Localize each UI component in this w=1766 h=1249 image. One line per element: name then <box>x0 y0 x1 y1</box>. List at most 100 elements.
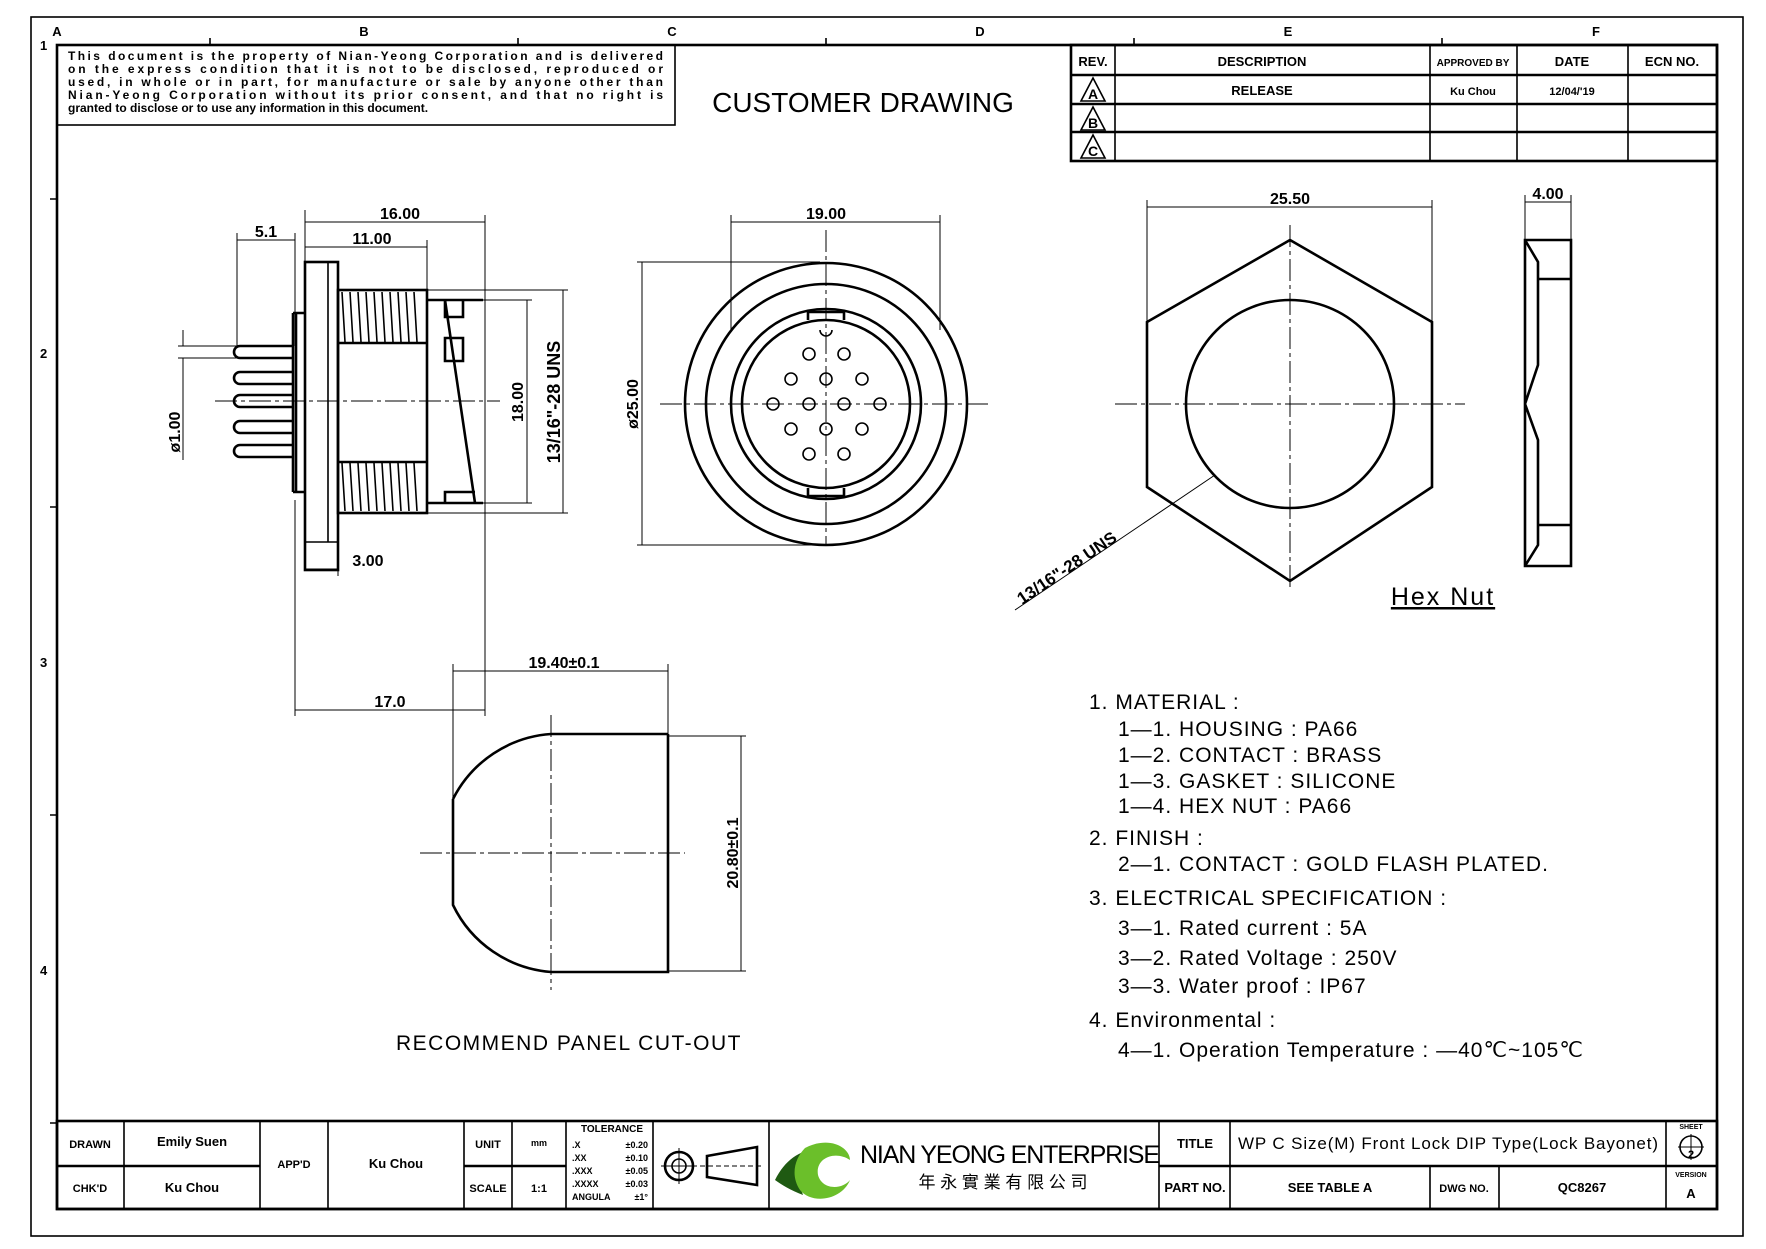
company-name-cn: 年 永 實 業 有 限 公 司 <box>918 1173 1087 1192</box>
part-value: SEE TABLE A <box>1288 1180 1373 1195</box>
unit-label: UNIT <box>475 1139 501 1151</box>
tolerance-key: .XXX <box>572 1166 593 1176</box>
dim-cutout-height: 20.80±0.1 <box>725 817 742 888</box>
note-line: 1. MATERIAL : <box>1089 691 1240 714</box>
rev-header: ECN NO. <box>1645 54 1699 69</box>
note-line: 1—3. GASKET : SILICONE <box>1118 770 1396 793</box>
note-line: 3—3. Water proof : IP67 <box>1118 975 1367 998</box>
note-line: 1—1. HOUSING : PA66 <box>1118 718 1358 741</box>
company-name: NIAN YEONG ENTERPRISE <box>860 1141 1160 1169</box>
hex-nut-view: 25.50 4.00 13/16"-28 UNS Hex Nut <box>1014 186 1573 611</box>
chkd-label: CHK'D <box>73 1183 107 1195</box>
tolerance-key: .X <box>572 1140 581 1150</box>
disclaimer-line: used, in whole or in part, for manufactu… <box>68 75 663 89</box>
zone-col: F <box>1592 24 1600 39</box>
disclaimer-box: This document is the property of Nian-Ye… <box>56 44 676 126</box>
notes: 1. MATERIAL : 1—1. HOUSING : PA66 1—2. CON… <box>1089 691 1584 1062</box>
note-line: 1—2. CONTACT : BRASS <box>1118 744 1382 767</box>
dim-outer-dia: ø25.00 <box>625 379 642 429</box>
dim-cutout-width: 19.40±0.1 <box>528 655 599 672</box>
note-line: 3. ELECTRICAL SPECIFICATION : <box>1089 887 1447 910</box>
appd-value: Ku Chou <box>369 1156 423 1171</box>
rev-header: DESCRIPTION <box>1218 54 1307 69</box>
drawing-heading: CUSTOMER DRAWING <box>712 87 1014 118</box>
note-line: 3—1. Rated current : 5A <box>1118 917 1367 940</box>
note-line: 2—1. CONTACT : GOLD FLASH PLATED. <box>1118 853 1549 876</box>
rev-header: APPROVED BY <box>1437 58 1510 69</box>
zone-row: 3 <box>40 655 47 670</box>
zone-col: A <box>52 24 62 39</box>
rev-letter: C <box>1088 143 1098 159</box>
front-view: 19.00 ø25.00 <box>625 206 992 547</box>
tolerance-value: ±0.05 <box>626 1166 648 1176</box>
scale-value: 1:1 <box>531 1183 547 1195</box>
dim-flange: 3.00 <box>352 553 383 570</box>
tolerance-value: ±0.03 <box>626 1179 648 1189</box>
zone-markers: A B C D E F 1 2 3 4 <box>40 24 1600 1124</box>
rev-approved-by: Ku Chou <box>1450 86 1496 98</box>
tolerance-key: .XXXX <box>572 1179 599 1189</box>
disclaimer-line: Nian-Yeong Corporation without its prior… <box>68 88 663 102</box>
version-label: VERSION <box>1675 1172 1707 1179</box>
note-line: 4. Environmental : <box>1089 1009 1276 1032</box>
projection-symbol-icon <box>661 1145 762 1187</box>
disclaimer-line: on the express condition that it is not … <box>68 62 663 76</box>
title-label: TITLE <box>1177 1136 1213 1151</box>
sheet-number: 2 <box>1688 1149 1694 1161</box>
tolerance-key: ANGULA <box>572 1192 611 1202</box>
tolerance-value: ±0.20 <box>626 1140 648 1150</box>
tolerance-value: ±1° <box>634 1192 648 1202</box>
zone-col: C <box>667 24 677 39</box>
dim-thread: 13/16"-28 UNS <box>544 341 564 464</box>
dim-hex-thread: 13/16"-28 UNS <box>1014 528 1121 609</box>
rev-header: DATE <box>1555 54 1590 69</box>
drawing-title: WP C Size(M) Front Lock DIP Type(Lock Ba… <box>1238 1134 1658 1153</box>
zone-row: 1 <box>40 38 47 53</box>
cutout-view: 19.40±0.1 20.80±0.1 RECOMMEND PANEL CUT-… <box>396 655 746 1055</box>
note-line: 1—4. HEX NUT : PA66 <box>1118 795 1352 818</box>
outer-border <box>30 16 1744 1237</box>
rev-letter: B <box>1088 115 1098 131</box>
zone-row: 4 <box>40 963 48 978</box>
tolerance-key: .XX <box>572 1153 587 1163</box>
appd-label: APP'D <box>277 1159 310 1171</box>
dwg-value: QC8267 <box>1558 1180 1606 1195</box>
company-logo <box>775 1142 850 1199</box>
rev-date: 12/04/'19 <box>1549 86 1594 98</box>
part-label: PART NO. <box>1164 1180 1225 1195</box>
title-block: DRAWN Emily Suen CHK'D Ku Chou APP'D Ku … <box>55 1119 1719 1211</box>
rev-triangles: A B C <box>1079 76 1107 159</box>
dim-total: 17.0 <box>374 694 405 711</box>
note-line: 4—1. Operation Temperature : —40℃~105℃ <box>1118 1039 1584 1062</box>
drawn-value: Emily Suen <box>157 1134 227 1149</box>
zone-col: B <box>359 24 368 39</box>
tolerance-label: TOLERANCE <box>581 1124 643 1135</box>
rev-description: RELEASE <box>1231 83 1293 98</box>
side-view: 16.00 11.00 5.1 17.0 3.00 18.00 13/16"-2… <box>167 206 568 716</box>
drawn-label: DRAWN <box>69 1139 111 1151</box>
dim-overall: 16.00 <box>380 206 420 223</box>
sheet-label: SHEET <box>1679 1124 1703 1131</box>
dim-hex-width: 25.50 <box>1270 191 1310 208</box>
chkd-value: Ku Chou <box>165 1180 219 1195</box>
tolerance-value: ±0.10 <box>626 1153 648 1163</box>
dim-thread-length: 11.00 <box>352 231 391 248</box>
cutout-label: RECOMMEND PANEL CUT-OUT <box>396 1032 742 1055</box>
dim-inner-dia: 19.00 <box>806 206 846 223</box>
note-line: 3—2. Rated Voltage : 250V <box>1118 947 1398 970</box>
version-value: A <box>1686 1186 1696 1201</box>
scale-label: SCALE <box>469 1183 506 1195</box>
rev-letter: A <box>1088 86 1098 102</box>
unit-value: mm <box>531 1138 547 1148</box>
dim-pin-dia: ø1.00 <box>167 411 184 452</box>
disclaimer-line: granted to disclose or to use any inform… <box>68 101 428 115</box>
zone-row: 2 <box>40 346 47 361</box>
dim-pin-length: 5.1 <box>255 224 277 241</box>
dim-inner: 18.00 <box>510 382 527 422</box>
inner-frame <box>55 43 1719 1211</box>
note-line: 2. FINISH : <box>1089 827 1204 850</box>
hex-nut-label: Hex Nut <box>1391 583 1495 611</box>
zone-col: E <box>1284 24 1293 39</box>
rev-header: REV. <box>1078 54 1107 69</box>
